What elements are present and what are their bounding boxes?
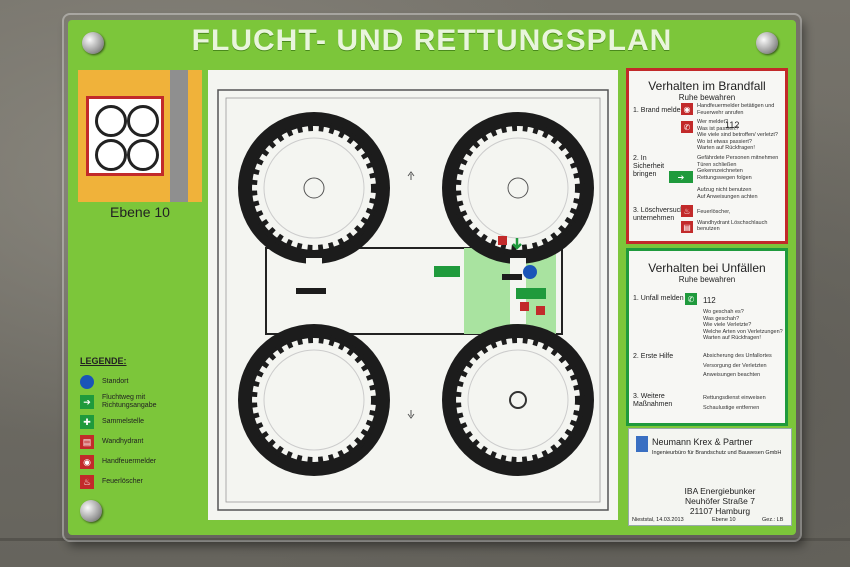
- legend-item: Standort: [80, 372, 210, 392]
- legend-label: Feuerlöscher: [102, 478, 143, 485]
- accident-step-2: 2. Erste Hilfe: [633, 353, 674, 360]
- legend-label: Handfeuermelder: [102, 458, 157, 465]
- tank-bottom-left: [238, 324, 390, 476]
- footer-drawn-by: Gez.: LB: [762, 517, 784, 523]
- tank-top-left: [238, 112, 390, 264]
- level-label: Ebene 10: [110, 204, 170, 220]
- footer-date: Nieststal, 14.03.2013: [632, 517, 684, 523]
- overview-map: [78, 70, 202, 202]
- fire-title: Verhalten im Brandfall: [648, 79, 766, 93]
- extinguisher-icon: ♨: [681, 205, 693, 217]
- bunker-outline: [86, 96, 164, 176]
- wall-seam: [0, 538, 850, 541]
- plan-title: FLUCHT- UND RETTUNGSPLAN: [191, 24, 673, 57]
- hydrant-icon: ▤: [80, 435, 94, 449]
- company-logo: [636, 436, 648, 452]
- company-name: Neumann Krex & Partner: [652, 437, 753, 447]
- legend-label: Sammelstelle: [102, 418, 145, 425]
- location-dot-icon: [80, 375, 94, 389]
- fire-alarm-icon: ◉: [681, 103, 693, 115]
- alarm-marker: [520, 302, 529, 311]
- emergency-number: 112: [703, 296, 716, 305]
- tank-top-right: [442, 112, 594, 264]
- company-tagline: Ingenieurbüro für Brandschutz und Bauwes…: [652, 450, 782, 456]
- legend: LEGENDE: Standort ➔ Fluchtweg mit Richtu…: [80, 356, 210, 492]
- street: [170, 70, 188, 202]
- extinguisher-icon: ♨: [80, 475, 94, 489]
- you-are-here-dot: [523, 265, 537, 279]
- legend-item: ➔ Fluchtweg mit Richtungsangabe: [80, 392, 210, 412]
- hydrant-marker: [498, 236, 507, 245]
- fire-subtitle: Ruhe bewahren: [678, 93, 736, 102]
- legend-item: ◉ Handfeuermelder: [80, 452, 210, 472]
- escape-route-sign: [516, 288, 546, 299]
- company-block: [628, 428, 792, 526]
- emergency-number: 112: [725, 120, 740, 130]
- accident-title: Verhalten bei Unfällen: [648, 261, 766, 275]
- fire-step-1: 1. Brand melden: [633, 107, 685, 114]
- floor-plan: [217, 89, 609, 511]
- phone-icon: ✆: [685, 293, 697, 305]
- escape-arrow-icon: ➔: [80, 395, 94, 409]
- accident-subtitle: Ruhe bewahren: [678, 275, 736, 284]
- extinguisher-marker: [536, 306, 545, 315]
- tank-bottom-right: [442, 324, 594, 476]
- assembly-point-icon: ✚: [80, 415, 94, 429]
- legend-label: Fluchtweg mit Richtungsangabe: [102, 394, 157, 409]
- legend-item: ♨ Feuerlöscher: [80, 472, 210, 492]
- fire-step-3: 3. Löschversuch unternehmen: [633, 207, 684, 222]
- legend-label: Wandhydrant: [102, 438, 144, 445]
- phone-icon: ✆: [681, 121, 693, 133]
- mounting-screw: [756, 32, 778, 54]
- accident-step-1-notes: Wo geschah es?Was geschah?Wie viele Verl…: [703, 309, 783, 341]
- accident-instructions: Verhalten bei Unfällen Ruhe bewahren 1. …: [626, 248, 788, 426]
- fire-step-1-questions: Wer meldet?Was ist passiert?Wie viele si…: [697, 119, 778, 151]
- mounting-screw: [82, 32, 104, 54]
- fire-step-2: 2. In Sicherheit bringen: [633, 155, 665, 178]
- escape-route-sign: [434, 266, 460, 277]
- fire-alarm-icon: ◉: [80, 455, 94, 469]
- legend-label: Standort: [102, 378, 129, 385]
- fire-instructions: Verhalten im Brandfall Ruhe bewahren 1. …: [626, 68, 788, 244]
- accident-step-1: 1. Unfall melden: [633, 295, 684, 302]
- legend-item: ▤ Wandhydrant: [80, 432, 210, 452]
- footer-level: Ebene 10: [712, 517, 736, 523]
- mounting-screw: [80, 500, 102, 522]
- legend-item: ✚ Sammelstelle: [80, 412, 210, 432]
- legend-title: LEGENDE:: [80, 356, 127, 366]
- accident-step-3: 3. Weitere Maßnahmen: [633, 393, 673, 408]
- escape-arrow-icon: ➔: [669, 171, 693, 183]
- hydrant-icon: ▤: [681, 221, 693, 233]
